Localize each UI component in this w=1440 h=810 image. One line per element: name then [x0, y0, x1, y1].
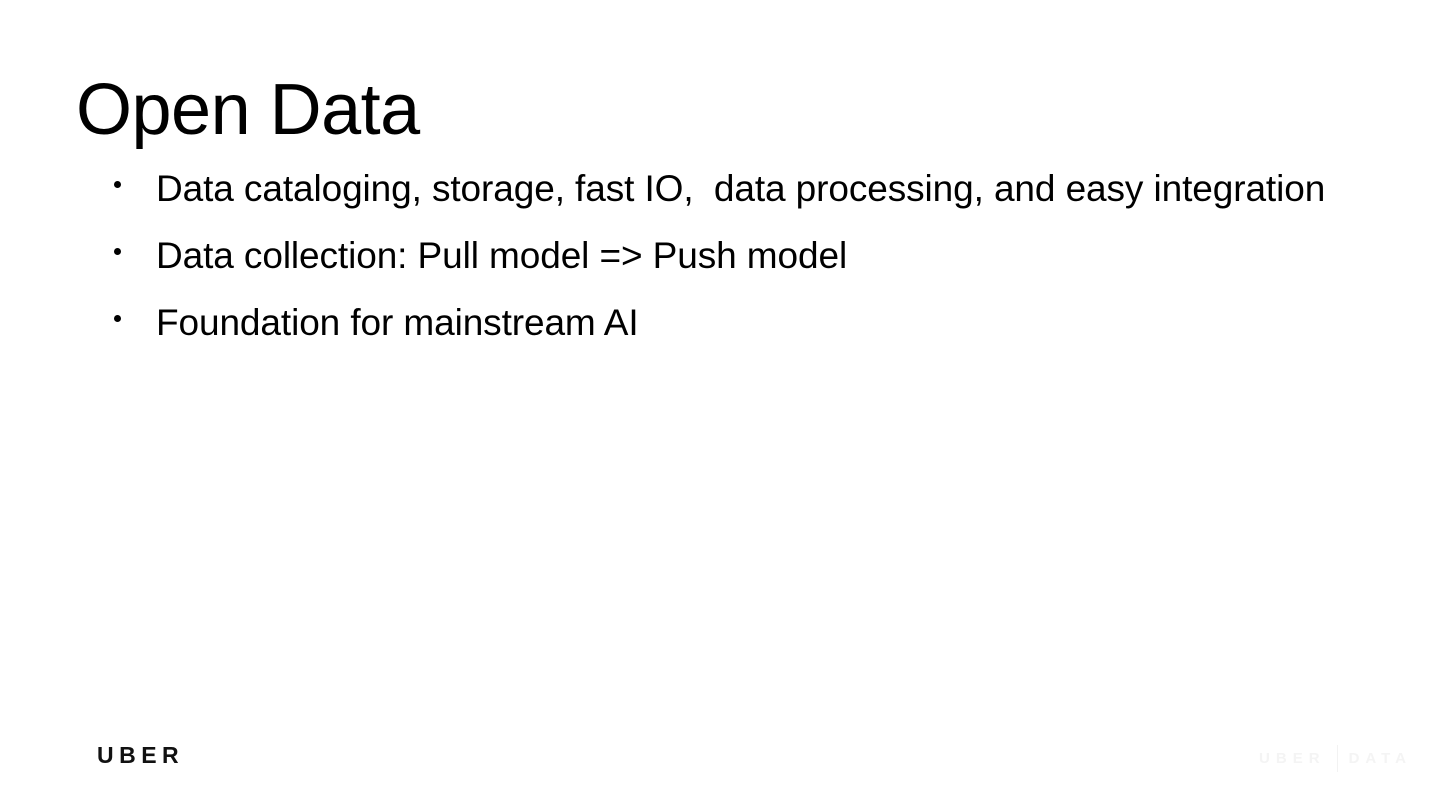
list-item-text: Data cataloging, storage, fast IO, data … [156, 168, 1326, 209]
bullet-list: Data cataloging, storage, fast IO, data … [110, 165, 1340, 347]
uber-logo: UBER [97, 742, 185, 768]
bullet-dot-icon [114, 181, 121, 188]
list-item-text: Foundation for mainstream AI [156, 302, 639, 343]
watermark-right-text: DATA [1348, 750, 1412, 767]
list-item: Data cataloging, storage, fast IO, data … [110, 165, 1340, 213]
list-item-text: Data collection: Pull model => Push mode… [156, 235, 848, 276]
watermark-divider [1336, 745, 1338, 772]
list-item: Foundation for mainstream AI [110, 299, 1340, 347]
list-item: Data collection: Pull model => Push mode… [110, 232, 1340, 280]
bullet-dot-icon [114, 315, 121, 322]
watermark-left-text: UBER [1259, 750, 1326, 767]
footer-watermark: UBER DATA [1259, 745, 1412, 772]
bullet-dot-icon [114, 248, 121, 255]
page-title: Open Data [76, 70, 420, 151]
